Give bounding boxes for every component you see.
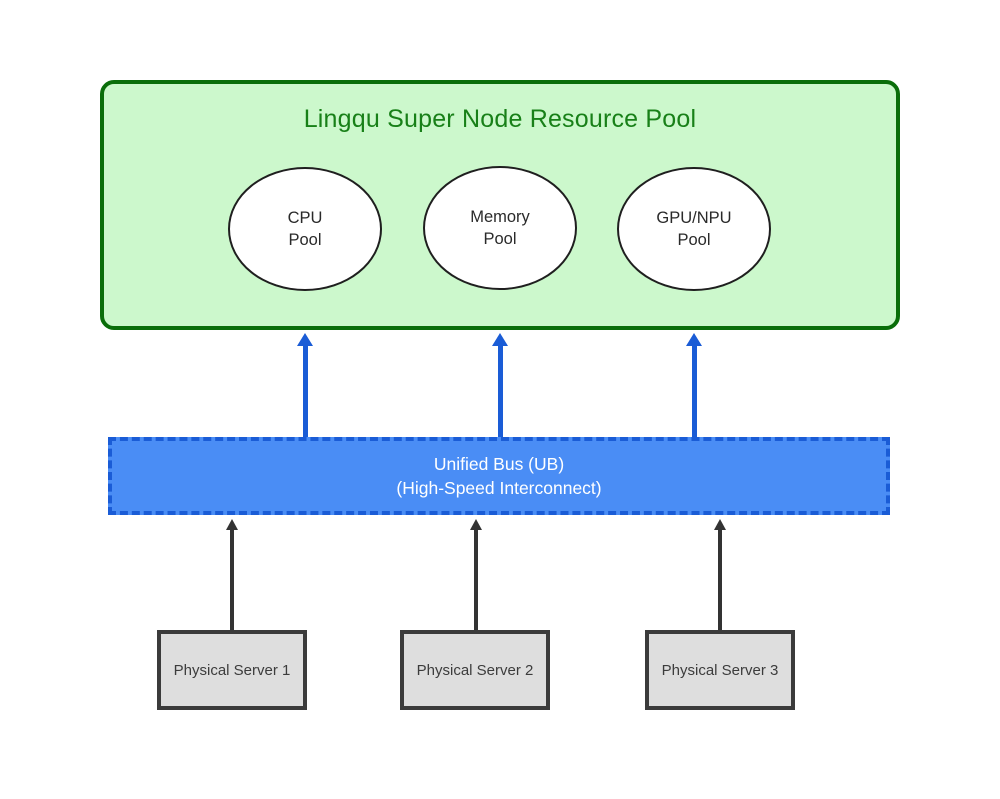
arrow-stem bbox=[497, 342, 503, 437]
physical-server-3-box: Physical Server 3 bbox=[645, 630, 795, 710]
physical-server-3-label: Physical Server 3 bbox=[661, 661, 779, 679]
bus-to-pool-arrow-3 bbox=[686, 333, 702, 437]
arrow-stem bbox=[230, 527, 234, 630]
physical-server-2-box: Physical Server 2 bbox=[400, 630, 550, 710]
memory-pool-label-line1: Memory bbox=[470, 207, 530, 226]
unified-bus-label-line1: Unified Bus (UB) bbox=[433, 453, 565, 474]
physical-server-1-label: Physical Server 1 bbox=[173, 661, 291, 679]
unified-bus-label-line2: (High-Speed Interconnect) bbox=[396, 478, 602, 498]
server2-to-bus-arrow bbox=[469, 519, 483, 630]
arrow-stem bbox=[718, 527, 722, 630]
arrow-up-icon bbox=[686, 333, 702, 346]
server3-to-bus-arrow bbox=[713, 519, 727, 630]
physical-server-1-box: Physical Server 1 bbox=[157, 630, 307, 710]
arrow-up-icon bbox=[225, 519, 238, 530]
arrow-up-icon bbox=[492, 333, 508, 346]
bus-to-pool-arrow-2 bbox=[492, 333, 508, 437]
arrow-stem bbox=[474, 527, 478, 630]
server1-to-bus-arrow bbox=[225, 519, 239, 630]
arrow-up-icon bbox=[297, 333, 313, 346]
cpu-pool-label-line1: CPU bbox=[287, 208, 323, 227]
unified-bus-box: Unified Bus (UB) (High-Speed Interconnec… bbox=[108, 437, 890, 515]
arrow-stem bbox=[302, 342, 308, 437]
cpu-pool-node: CPU Pool bbox=[228, 167, 382, 291]
arrow-up-icon bbox=[713, 519, 726, 530]
memory-pool-label-line2: Pool bbox=[483, 230, 517, 248]
bus-to-pool-arrow-1 bbox=[297, 333, 313, 437]
memory-pool-node: Memory Pool bbox=[423, 166, 577, 290]
arrow-up-icon bbox=[469, 519, 482, 530]
gpu-npu-pool-label-line1: GPU/NPU bbox=[656, 208, 732, 227]
gpu-npu-pool-node: GPU/NPU Pool bbox=[617, 167, 771, 291]
arrow-stem bbox=[691, 342, 697, 437]
cpu-pool-label-line2: Pool bbox=[288, 231, 322, 249]
resource-pool-title: Lingqu Super Node Resource Pool bbox=[303, 105, 697, 133]
gpu-npu-pool-label-line2: Pool bbox=[677, 231, 711, 249]
physical-server-2-label: Physical Server 2 bbox=[416, 661, 534, 679]
